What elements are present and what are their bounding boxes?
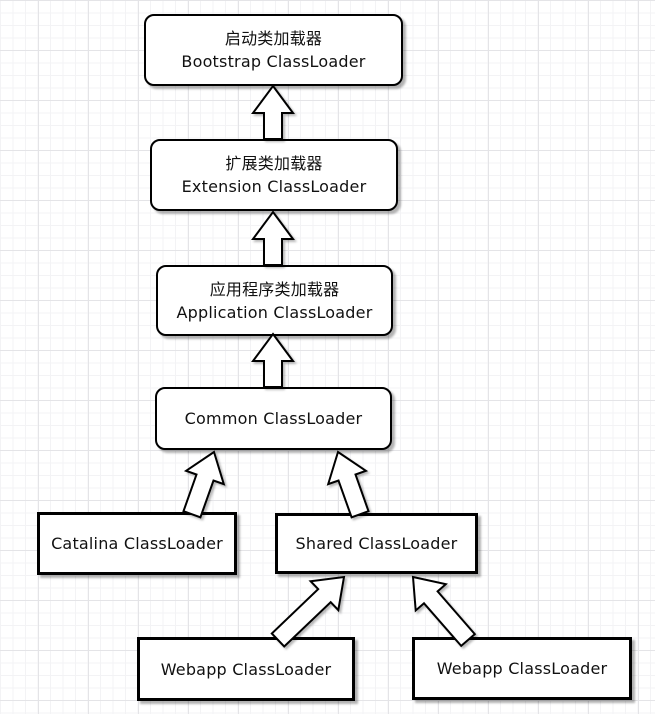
node-label-zh: 启动类加载器 bbox=[224, 29, 323, 48]
node-label-zh: 扩展类加载器 bbox=[225, 154, 323, 173]
node-application-classloader[interactable]: 应用程序类加载器 Application ClassLoader bbox=[156, 265, 393, 336]
node-label-zh: 应用程序类加载器 bbox=[209, 279, 340, 299]
node-label-en: Catalina ClassLoader bbox=[51, 534, 223, 553]
node-extension-classloader[interactable]: 扩展类加载器 Extension ClassLoader bbox=[150, 139, 398, 211]
up-arrow-common-to-application-icon[interactable] bbox=[251, 332, 295, 388]
diagonal-arrow-catalina-to-common-icon[interactable] bbox=[182, 450, 226, 519]
up-arrow-application-to-extension-icon[interactable] bbox=[251, 210, 295, 266]
diagonal-arrow-webapp-right-to-shared-icon[interactable] bbox=[411, 575, 477, 648]
node-bootstrap-classloader[interactable]: 启动类加载器 Bootstrap ClassLoader bbox=[144, 14, 403, 86]
node-shared-classloader[interactable]: Shared ClassLoader bbox=[275, 513, 478, 574]
node-webapp-classloader-left[interactable]: Webapp ClassLoader bbox=[137, 637, 355, 701]
node-label-en: Application ClassLoader bbox=[176, 302, 373, 322]
node-label-en: Bootstrap ClassLoader bbox=[181, 52, 366, 71]
node-label-en: Shared ClassLoader bbox=[295, 534, 458, 553]
diagonal-arrow-webapp-left-to-shared-icon[interactable] bbox=[270, 575, 346, 648]
node-label-en: Extension ClassLoader bbox=[181, 177, 367, 196]
diagonal-arrow-shared-to-common-icon[interactable] bbox=[326, 450, 370, 519]
up-arrow-extension-to-bootstrap-icon[interactable] bbox=[251, 84, 295, 140]
node-catalina-classloader[interactable]: Catalina ClassLoader bbox=[37, 512, 237, 575]
node-label-en: Common ClassLoader bbox=[184, 409, 363, 428]
node-label-en: Webapp ClassLoader bbox=[436, 659, 608, 678]
node-label-en: Webapp ClassLoader bbox=[160, 659, 332, 679]
node-webapp-classloader-right[interactable]: Webapp ClassLoader bbox=[412, 637, 632, 700]
